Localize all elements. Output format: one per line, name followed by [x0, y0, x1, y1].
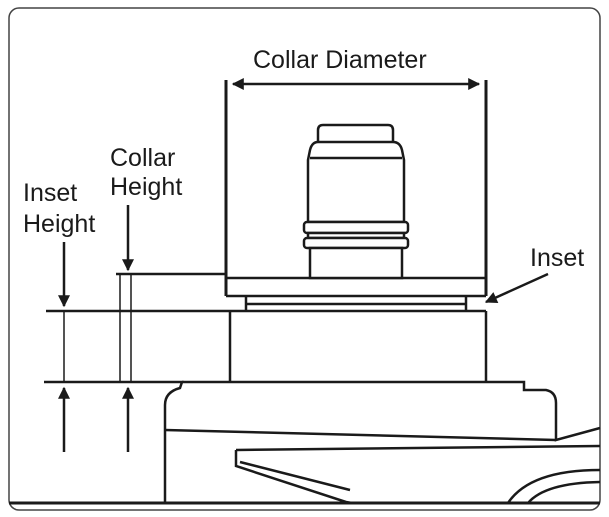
inset-height-label-line1: Inset	[23, 179, 77, 207]
collar-diameter-label: Collar Diameter	[253, 46, 427, 74]
inset-pointer-arrow	[484, 272, 549, 304]
outer-border	[8, 7, 601, 511]
base-block	[46, 309, 488, 382]
inset-plate	[244, 296, 468, 310]
collar-height-label-line2: Height	[110, 173, 182, 201]
machine-body	[44, 380, 601, 505]
collar-body	[224, 80, 488, 298]
inset-height-label-line2: Height	[23, 210, 95, 238]
inset-label: Inset	[530, 244, 584, 272]
vial-icon	[302, 123, 410, 280]
collar-height-dimension	[116, 205, 226, 452]
collar-height-label-line1: Collar	[110, 144, 175, 172]
